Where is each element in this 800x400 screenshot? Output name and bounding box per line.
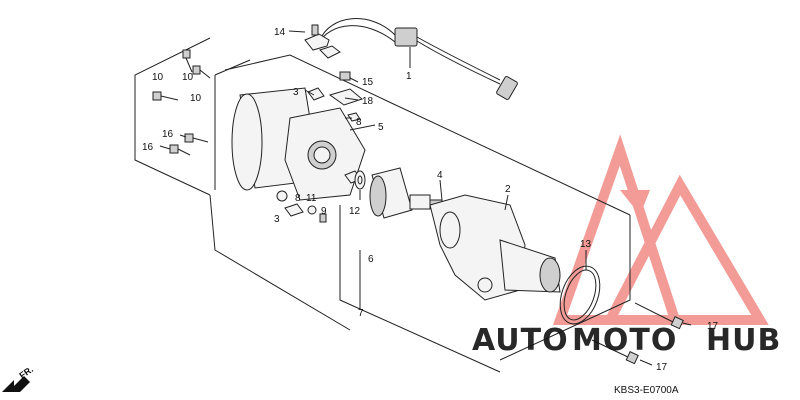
watermark-moto: MOTO <box>572 323 677 358</box>
starter-motor-body <box>231 87 366 201</box>
callout-3-top: 3 <box>293 87 299 98</box>
o-ring <box>559 265 601 325</box>
callout-15: 15 <box>362 77 374 88</box>
watermark-hub: HUB <box>706 323 781 358</box>
callout-5: 5 <box>378 122 384 133</box>
watermark-text: AUTO MOTO HUB <box>472 323 781 358</box>
callout-1: 1 <box>406 71 412 82</box>
callout-16-a: 16 <box>162 129 174 140</box>
small-parts-top <box>307 71 364 122</box>
exploded-view-boundary <box>134 37 631 373</box>
callout-13: 13 <box>580 239 592 250</box>
bolts-left-group <box>152 49 211 156</box>
callout-8-top: 8 <box>356 117 362 128</box>
fr-label: FR. <box>17 364 35 381</box>
automotohub-watermark-logo <box>552 134 769 325</box>
callout-3-bottom: 3 <box>274 214 280 225</box>
reduction-housing <box>429 194 561 301</box>
callout-17-upper: 17 <box>707 321 719 332</box>
callout-8-bottom: 8 <box>295 193 301 204</box>
long-bolts <box>591 302 684 365</box>
fr-arrow-icon <box>2 376 30 392</box>
callout-6: 6 <box>368 254 374 265</box>
callout-10-mid: 10 <box>182 72 194 83</box>
callout-16-b: 16 <box>142 142 154 153</box>
washer-and-pinion-gear <box>354 167 443 219</box>
diagram-code: KBS3-E0700A <box>614 385 679 396</box>
wire-harness <box>304 18 518 100</box>
callout-2: 2 <box>505 184 511 195</box>
watermark-auto: AUTO <box>472 323 569 358</box>
callout-10-top: 10 <box>152 72 164 83</box>
callout-14: 14 <box>274 27 286 38</box>
small-parts-bottom <box>276 190 327 223</box>
callout-4: 4 <box>437 170 443 181</box>
callout-7: 7 <box>358 308 364 319</box>
callout-17-lower: 17 <box>656 362 668 373</box>
callout-labels: 14 1 10 10 10 15 3 18 8 5 16 16 4 2 8 11… <box>142 27 719 373</box>
callout-18: 18 <box>362 96 374 107</box>
front-direction-indicator: FR. <box>2 364 35 392</box>
callout-10-low: 10 <box>190 93 202 104</box>
leader-lines <box>159 30 692 366</box>
callout-12: 12 <box>349 206 361 217</box>
callout-11: 11 <box>306 193 317 204</box>
callout-9: 9 <box>321 206 327 217</box>
